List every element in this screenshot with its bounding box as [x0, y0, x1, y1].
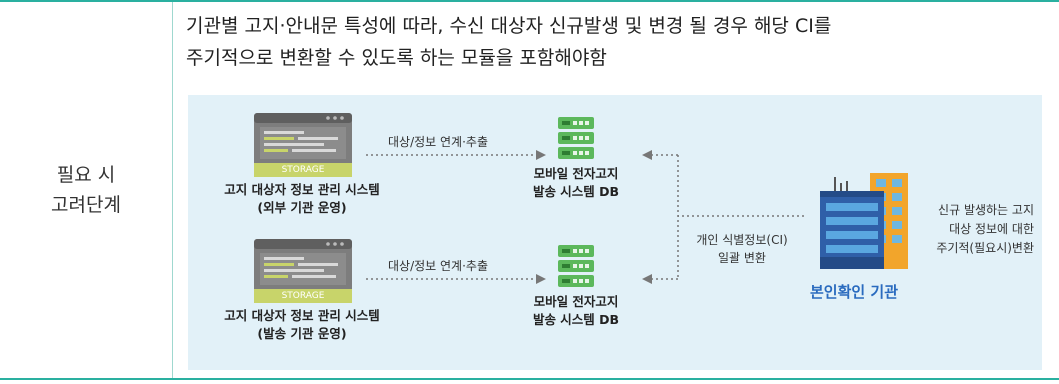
row-header-line2: 고려단계	[51, 194, 121, 216]
organization-note: 신규 발생하는 고지 대상 정보에 대한 주기적(필요시)변환	[908, 201, 1034, 258]
row-header-label: 필요 시 고려단계	[51, 160, 121, 220]
diagram-graphics	[254, 113, 908, 303]
return-arrow-connector	[642, 150, 804, 284]
database-server-icon	[558, 245, 594, 287]
source-system-label: 고지 대상자 정보 관리 시스템 (발송 기관 운영)	[202, 307, 402, 343]
source-system-operator: (외부 기관 운영)	[257, 200, 347, 215]
storage-band-label: STORAGE	[281, 291, 325, 301]
database-server-icon	[558, 117, 594, 159]
source-system-name: 고지 대상자 정보 관리 시스템	[224, 308, 380, 323]
organization-note-line3: 주기적(필요시)변환	[936, 241, 1034, 255]
diagram-panel: 고지 대상자 정보 관리 시스템 (외부 기관 운영) 고지 대상자 정보 관리…	[188, 95, 1042, 370]
dotted-arrow	[366, 150, 546, 160]
storage-server-icon	[254, 113, 352, 177]
database-label: 모바일 전자고지 발송 시스템 DB	[506, 293, 646, 329]
building-icon	[820, 173, 908, 269]
source-system-operator: (발송 기관 운영)	[257, 326, 347, 341]
source-system-name: 고지 대상자 정보 관리 시스템	[224, 182, 380, 197]
table-bottom-border	[0, 378, 1059, 380]
description-line1: 기관별 고지·안내문 특성에 따라, 수신 대상자 신규발생 및 변경 될 경우…	[186, 15, 832, 37]
conversion-label-line1: 개인 식별정보(CI)	[696, 233, 788, 247]
organization-note-line2: 대상 정보에 대한	[949, 222, 1034, 236]
database-subname: 발송 시스템 DB	[532, 184, 620, 199]
database-name: 모바일 전자고지	[533, 294, 619, 309]
description-text: 기관별 고지·안내문 특성에 따라, 수신 대상자 신규발생 및 변경 될 경우…	[186, 10, 1046, 74]
conversion-label: 개인 식별정보(CI) 일괄 변환	[682, 231, 802, 267]
conversion-label-line2: 일괄 변환	[718, 251, 766, 265]
arrow-label: 대상/정보 연계·추출	[388, 259, 488, 273]
row-header-line1: 필요 시	[56, 164, 116, 186]
arrow-label: 대상/정보 연계·추출	[388, 135, 488, 149]
organization-note-line1: 신규 발생하는 고지	[938, 203, 1034, 217]
row-header-cell: 필요 시 고려단계	[0, 2, 172, 378]
column-divider	[172, 2, 173, 378]
storage-band-label: STORAGE	[281, 165, 325, 175]
dotted-arrow	[366, 274, 546, 284]
database-name: 모바일 전자고지	[533, 166, 619, 181]
database-label: 모바일 전자고지 발송 시스템 DB	[506, 165, 646, 201]
organization-name: 본인확인 기관	[810, 283, 899, 301]
table-top-border	[0, 0, 1059, 2]
description-line2: 주기적으로 변환할 수 있도록 하는 모듈을 포함해야함	[186, 47, 607, 69]
storage-server-icon	[254, 239, 352, 303]
source-system-label: 고지 대상자 정보 관리 시스템 (외부 기관 운영)	[202, 181, 402, 217]
database-subname: 발송 시스템 DB	[532, 312, 620, 327]
